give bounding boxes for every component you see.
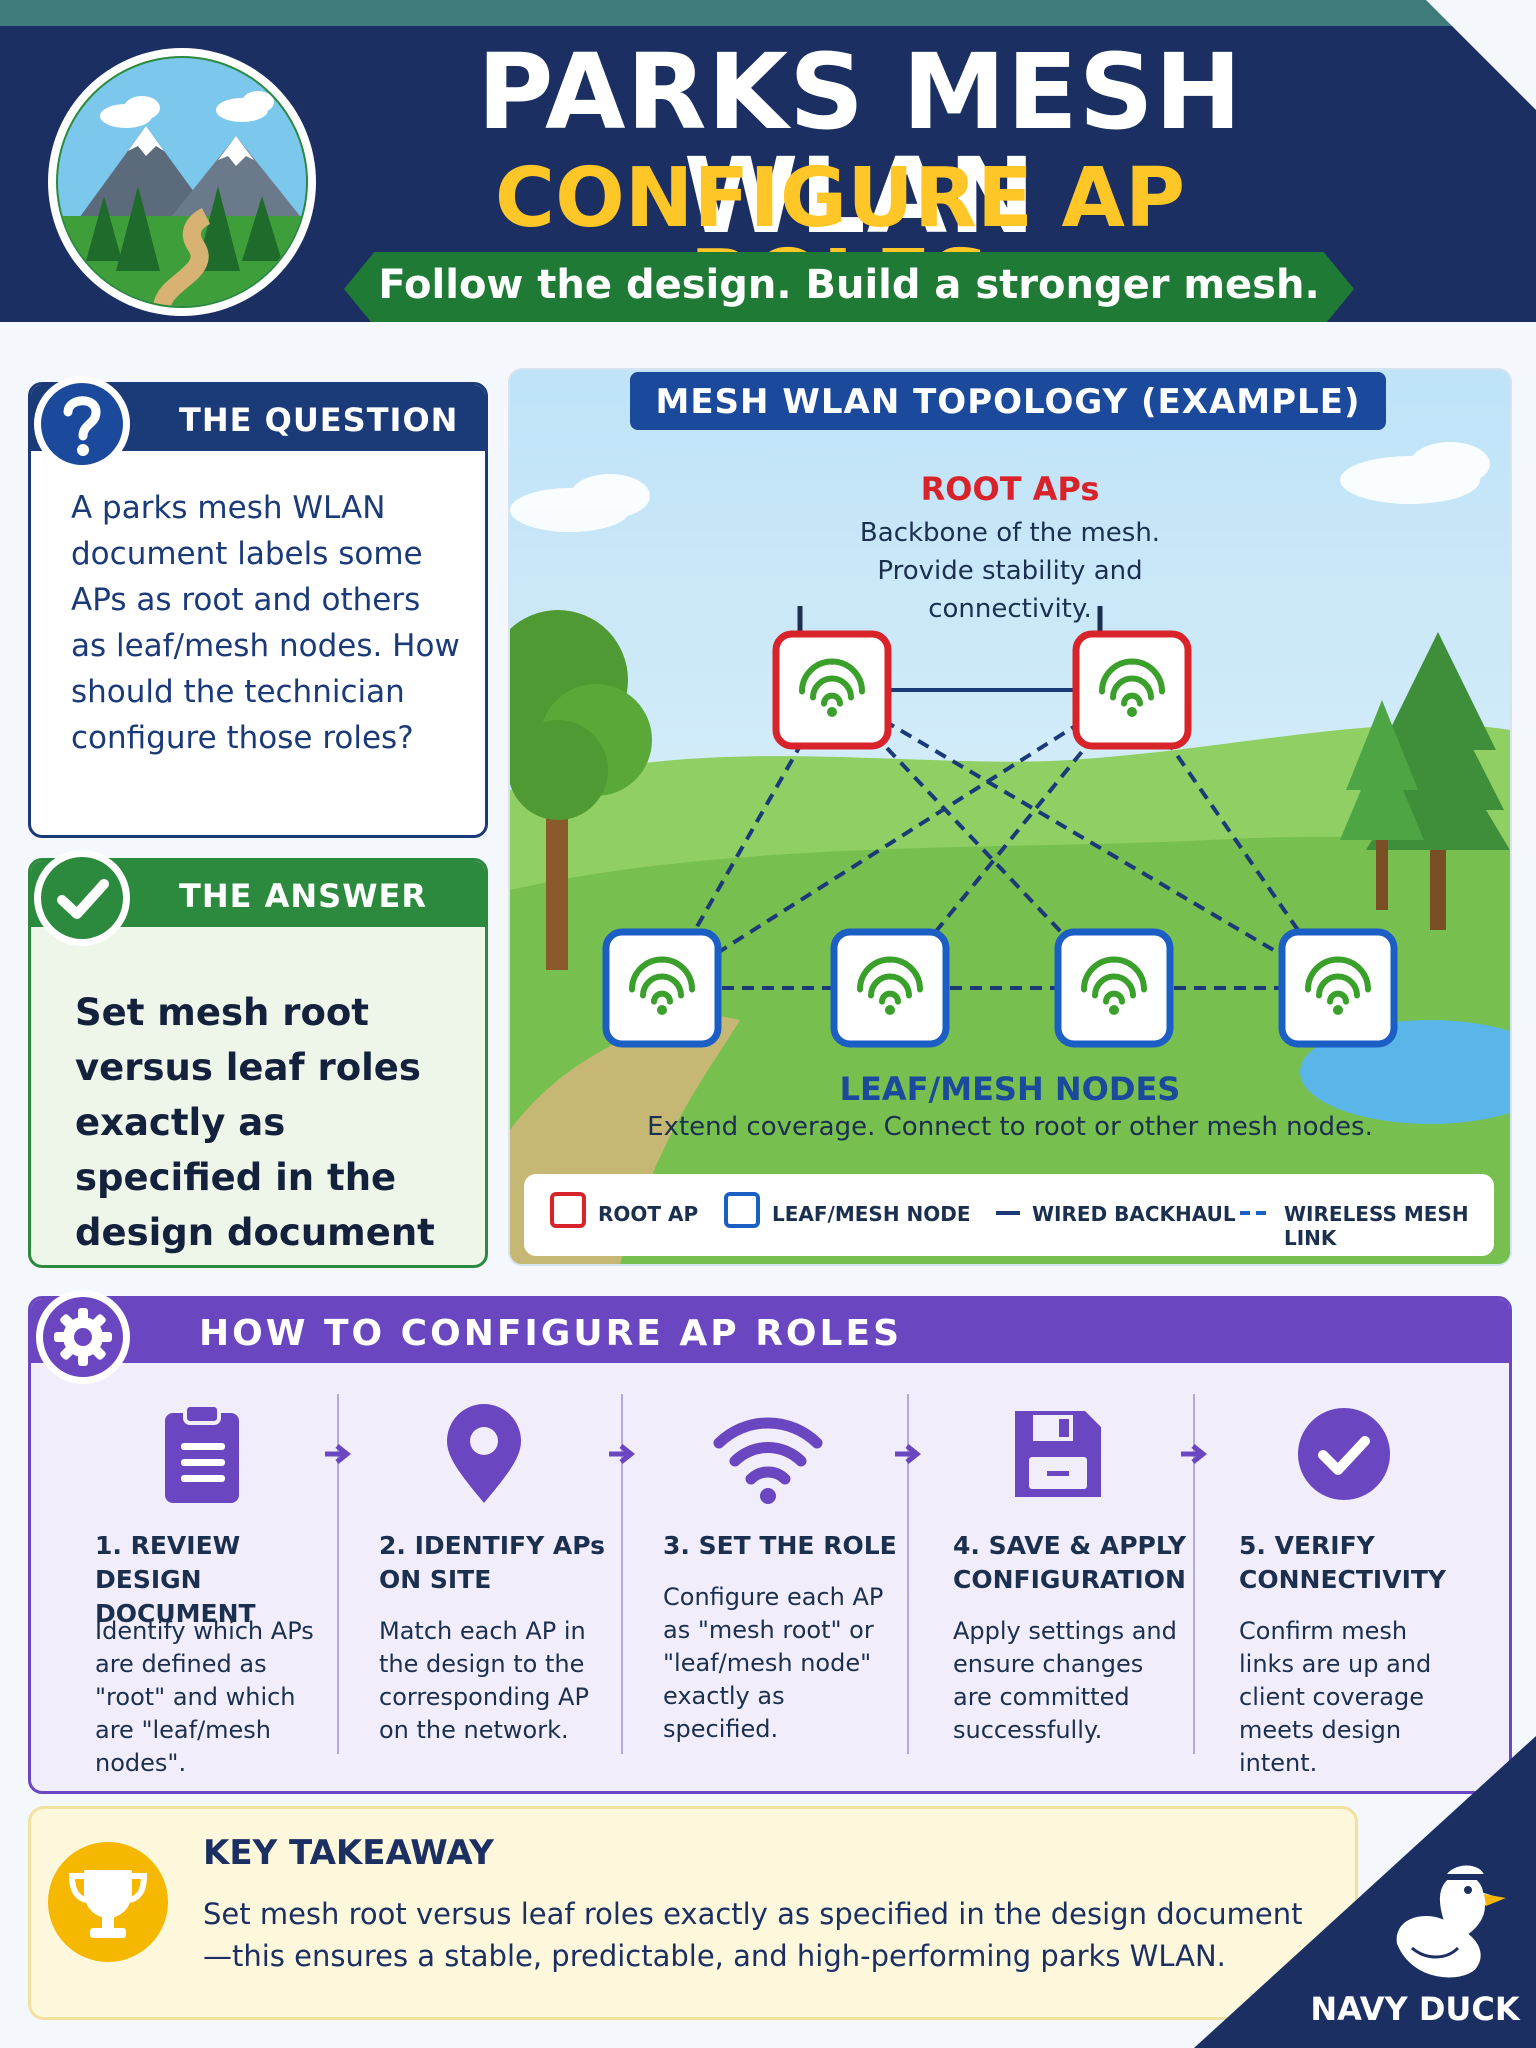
question-text: A parks mesh WLAN document labels some A…	[71, 490, 460, 756]
step-divider	[907, 1394, 909, 1754]
wifi-icon	[713, 1417, 823, 1504]
topology-title-bar	[630, 372, 1386, 430]
mountain-park-logo-icon	[48, 48, 316, 316]
answer-heading: THE ANSWER	[179, 877, 427, 915]
header-corner-cut	[1426, 0, 1536, 110]
step-4-description: Apply settings and ensure changes are co…	[953, 1617, 1177, 1744]
key-takeaway-text: Set mesh root versus leaf roles exactly …	[203, 1897, 1303, 1973]
step-5-title: 5. VERIFY CONNECTIVITY	[1239, 1531, 1447, 1594]
gear-icon	[36, 1290, 130, 1384]
duck-mascot-icon	[1394, 1862, 1507, 1980]
step-3-title: 3. SET THE ROLE	[663, 1531, 897, 1560]
legend-wired-label: WIRED BACKHAUL	[1032, 1202, 1236, 1226]
checkmark-icon	[34, 850, 130, 946]
arrow-right-icon	[895, 1444, 922, 1464]
howto-header	[31, 1299, 1509, 1363]
header-banner: PARKS MESH WLAN CONFIGURE AP ROLES Follo…	[0, 0, 1536, 322]
root-aps-description: Backbone of the mesh. Provide stability …	[859, 518, 1161, 624]
legend-wired-line	[996, 1211, 1020, 1215]
ap-nodes	[602, 606, 1398, 1048]
page-title: PARKS MESH WLAN	[477, 31, 1243, 257]
root-aps-title: ROOT APs	[920, 470, 1100, 508]
pine-tree-icon	[1340, 632, 1510, 930]
topology-diagram	[510, 370, 1510, 1264]
howto-heading: HOW TO CONFIGURE AP ROLES	[199, 1313, 902, 1354]
question-mark-icon	[34, 376, 130, 472]
topology-title: MESH WLAN TOPOLOGY (EXAMPLE)	[655, 382, 1361, 422]
trophy-icon	[48, 1842, 168, 1962]
step-divider	[1193, 1394, 1195, 1754]
question-heading: THE QUESTION	[179, 401, 459, 439]
step-divider	[621, 1394, 623, 1754]
wireless-mesh-link	[830, 688, 1340, 990]
step-2-description: Match each AP in the design to the corre…	[379, 1617, 589, 1744]
floppy-disk-icon	[1015, 1411, 1101, 1497]
step-4-title: 4. SAVE & APPLY CONFIGURATION	[953, 1531, 1187, 1594]
key-takeaway-box: KEY TAKEAWAY Set mesh root versus leaf r…	[28, 1806, 1358, 2020]
step-1-title: 1. REVIEW DESIGN DOCUMENT	[95, 1531, 256, 1628]
legend-root-swatch	[550, 1192, 586, 1228]
key-takeaway-heading: KEY TAKEAWAY	[203, 1833, 494, 1873]
root-ap-node	[1072, 630, 1192, 750]
step-5-description: Confirm mesh links are up and client cov…	[1239, 1617, 1432, 1777]
topology-legend: ROOT AP LEAF/MESH NODE WIRED BACKHAUL WI…	[524, 1174, 1494, 1256]
leaf-mesh-node	[830, 928, 950, 1048]
step-2-title: 2. IDENTIFY APs ON SITE	[379, 1531, 606, 1594]
arrow-right-icon	[609, 1444, 636, 1464]
howto-section: HOW TO CONFIGURE AP ROLES 1. REVIEW DESI…	[28, 1296, 1512, 1794]
leaf-nodes-description: Extend coverage. Connect to root or othe…	[647, 1112, 1373, 1142]
wireless-mesh-link	[660, 688, 1134, 990]
legend-root-label: ROOT AP	[598, 1202, 699, 1226]
location-pin-icon	[447, 1404, 521, 1503]
tagline-ribbon	[344, 252, 1354, 322]
step-divider	[337, 1394, 339, 1754]
topology-panel: MESH WLAN TOPOLOGY (EXAMPLE) ROOT APs Ba…	[508, 368, 1512, 1266]
legend-leaf-swatch	[724, 1192, 760, 1228]
leaf-mesh-node	[602, 928, 722, 1048]
legend-wireless-line	[1240, 1211, 1270, 1215]
arrow-right-icon	[325, 1444, 352, 1464]
check-circle-icon	[1298, 1408, 1390, 1500]
leaf-mesh-node	[1278, 928, 1398, 1048]
header-top-strip	[0, 0, 1536, 26]
tagline-text: Follow the design. Build a stronger mesh…	[378, 262, 1320, 308]
root-ap-node	[772, 630, 892, 750]
step-1-description: Identify which APs are defined as "root"…	[95, 1617, 314, 1777]
deciduous-tree-icon	[510, 610, 652, 970]
legend-leaf-label: LEAF/MESH NODE	[772, 1202, 971, 1226]
leaf-nodes-title: LEAF/MESH NODES	[839, 1070, 1181, 1108]
brand-name: NAVY DUCK	[1310, 1990, 1520, 2028]
step-3-description: Configure each AP as "mesh root" or "lea…	[663, 1583, 884, 1743]
legend-wireless-label: WIRELESS MESH LINK	[1284, 1202, 1469, 1250]
clipboard-icon	[165, 1403, 239, 1503]
leaf-mesh-node	[1054, 928, 1174, 1048]
arrow-right-icon	[1181, 1444, 1208, 1464]
clouds	[510, 442, 1490, 532]
answer-text: Set mesh root versus leaf roles exactly …	[75, 991, 435, 1254]
